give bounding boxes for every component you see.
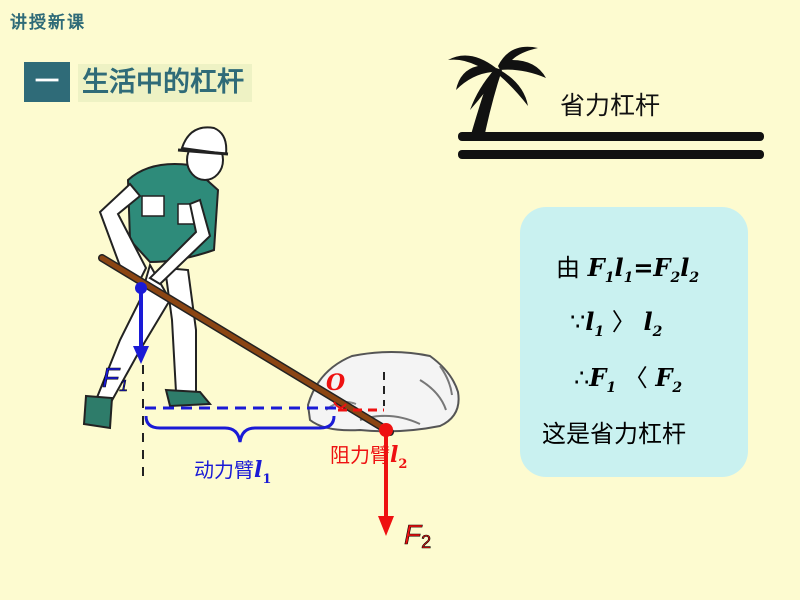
header-label: 讲授新课 bbox=[10, 13, 86, 33]
explanation-box bbox=[520, 207, 748, 477]
label-f1: F1 bbox=[102, 362, 128, 395]
label-effort-arm: 动力臂l1 bbox=[194, 457, 271, 487]
label-f2: F2 bbox=[404, 519, 431, 552]
label-resistance-arm: 阻力臂l2 bbox=[330, 442, 407, 472]
therefore-line: ∴F1 〈 F2 bbox=[574, 363, 683, 396]
effort-point bbox=[135, 282, 147, 294]
equation-line: 由 F1l1=F2l2 bbox=[556, 253, 700, 286]
because-line: ∵l1 〉 l2 bbox=[570, 307, 663, 340]
resistance-point bbox=[379, 423, 393, 437]
label-fulcrum-o: O bbox=[326, 370, 345, 396]
fulcrum-mark bbox=[333, 401, 347, 409]
lever-type-label: 省力杠杆 bbox=[560, 91, 661, 120]
section-badge bbox=[24, 62, 70, 102]
worker-figure bbox=[82, 126, 229, 430]
lever-bar bbox=[99, 255, 393, 435]
conclusion-line: 这是省力杠杆 bbox=[542, 420, 686, 448]
effort-arm-brace bbox=[144, 415, 336, 443]
palm-tree-icon bbox=[448, 46, 764, 159]
section-number: 一 bbox=[35, 67, 59, 95]
section-title: 生活中的杠杆 bbox=[78, 64, 252, 102]
